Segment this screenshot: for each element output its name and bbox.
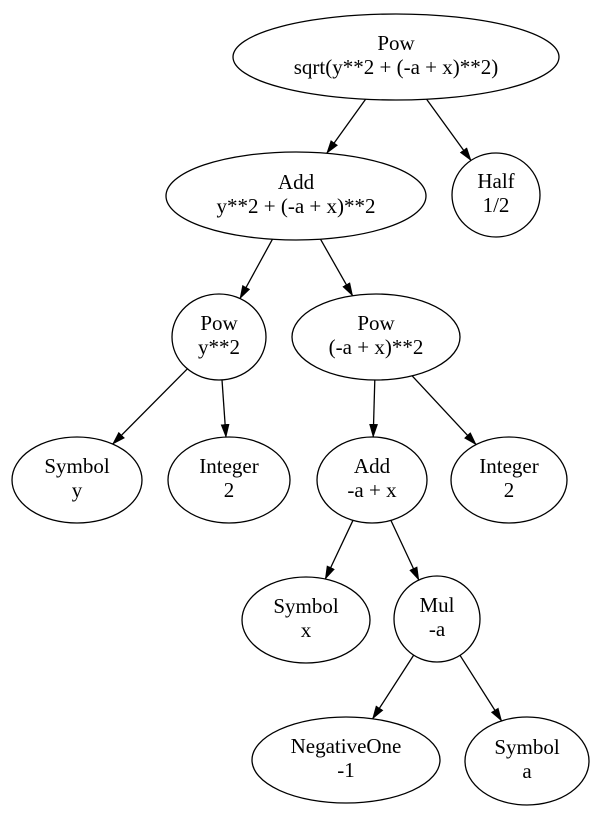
node-symbol-a-expr-label: a: [522, 759, 532, 783]
node-add-inner: Add-a + x: [316, 436, 428, 524]
edge-add-outer-to-pow-y: [239, 238, 273, 300]
node-pow-ax: Pow(-a + x)**2: [291, 293, 461, 381]
node-mul: Mul-a: [393, 575, 481, 663]
node-add-outer-type-label: Add: [278, 170, 315, 194]
node-mul-type-label: Mul: [419, 593, 454, 617]
node-add-outer-ellipse: [165, 151, 427, 241]
node-integer-2a-expr-label: 2: [224, 478, 235, 502]
node-symbol-x-ellipse: [241, 576, 371, 664]
node-pow-ax-ellipse: [291, 293, 461, 381]
node-pow-ax-expr-label: (-a + x)**2: [329, 335, 424, 359]
edge-mul-to-negative-one: [372, 654, 415, 720]
node-mul-ellipse: [393, 575, 481, 663]
node-symbol-y-ellipse: [11, 436, 143, 524]
node-half-type-label: Half: [477, 169, 514, 193]
node-pow-y-type-label: Pow: [200, 311, 238, 335]
edge-pow-y-to-integer-2a: [220, 379, 230, 439]
node-negative-one-expr-label: -1: [337, 758, 355, 782]
edge-pow-y-to-symbol-y: [111, 368, 188, 445]
node-half-ellipse: [451, 152, 541, 238]
node-symbol-x-type-label: Symbol: [273, 594, 339, 618]
node-integer-2b-ellipse: [450, 436, 568, 524]
edge-mul-to-symbol-a: [459, 654, 503, 722]
node-negative-one-ellipse: [251, 716, 441, 804]
node-symbol-y-expr-label: y: [72, 478, 83, 502]
edge-pow-sqrt-to-add-outer: [326, 98, 367, 155]
node-pow-ax-type-label: Pow: [357, 311, 395, 335]
edge-add-inner-to-mul: [390, 520, 420, 581]
node-half-expr-label: 1/2: [483, 193, 510, 217]
node-pow-sqrt-expr-label: sqrt(y**2 + (-a + x)**2): [294, 55, 498, 79]
node-pow-sqrt-ellipse: [232, 13, 560, 101]
node-add-inner-expr-label: -a + x: [347, 478, 397, 502]
node-add-inner-type-label: Add: [354, 454, 391, 478]
node-add-inner-ellipse: [316, 436, 428, 524]
node-add-outer-expr-label: y**2 + (-a + x)**2: [217, 194, 376, 218]
node-symbol-a-ellipse: [464, 716, 590, 806]
node-symbol-a-type-label: Symbol: [494, 735, 560, 759]
node-integer-2a-ellipse: [167, 436, 291, 524]
node-pow-sqrt-type-label: Pow: [377, 31, 415, 55]
edge-pow-ax-to-add-inner: [369, 379, 378, 438]
node-integer-2a-type-label: Integer: [199, 454, 258, 478]
node-negative-one-type-label: NegativeOne: [291, 734, 402, 758]
node-integer-2b-type-label: Integer: [479, 454, 538, 478]
edge-add-inner-to-symbol-x: [324, 520, 354, 580]
node-integer-2b-expr-label: 2: [504, 478, 515, 502]
node-pow-y-ellipse: [171, 293, 267, 381]
edge-pow-ax-to-integer-2b: [411, 375, 477, 446]
node-symbol-x-expr-label: x: [301, 618, 312, 642]
edge-pow-sqrt-to-half: [426, 98, 472, 162]
node-mul-expr-label: -a: [429, 617, 446, 641]
node-pow-y-expr-label: y**2: [198, 335, 240, 359]
edge-add-outer-to-pow-ax: [319, 238, 354, 297]
node-symbol-y-type-label: Symbol: [44, 454, 110, 478]
node-negative-one: NegativeOne-1: [251, 716, 441, 804]
